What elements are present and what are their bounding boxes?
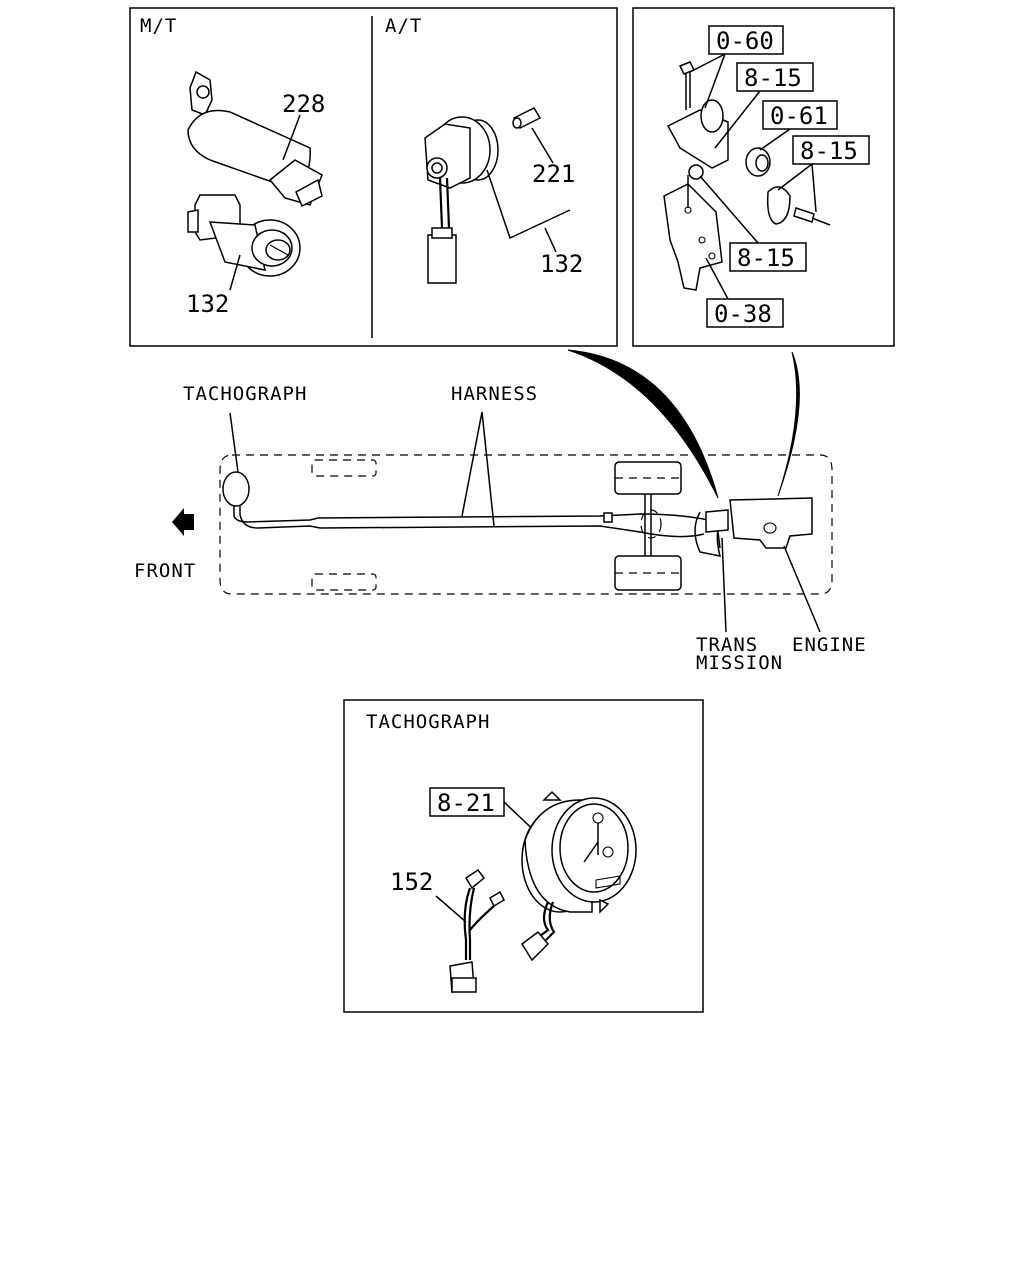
mt-sensor-132-drawing	[187, 194, 301, 277]
leader-061	[759, 128, 791, 151]
leader-060-b	[704, 53, 726, 109]
part-number-228: 228	[282, 90, 325, 118]
at-pin-221-drawing	[512, 107, 542, 129]
mt-label: M/T	[140, 15, 177, 37]
ref-815c: 8-15	[737, 244, 795, 272]
transmission-label-line2: MISSION	[696, 652, 783, 674]
ref-815a: 8-15	[744, 64, 802, 92]
bracket-panel: 0-60 8-15 0-61 8-15 8-15 0-38	[632, 7, 895, 347]
leader-038	[705, 257, 729, 300]
front-wheel-right	[311, 573, 377, 591]
bracket-hardware-drawing	[663, 61, 831, 291]
at-sensor-drawing	[424, 116, 499, 284]
tachograph-gauge-drawing	[520, 790, 637, 962]
at-label: A/T	[385, 15, 422, 37]
ref-038: 0-38	[714, 300, 772, 328]
tachograph-unit	[222, 471, 250, 507]
part-number-152: 152	[390, 868, 433, 896]
harness-152-drawing	[449, 868, 505, 993]
ref-box-060	[708, 25, 784, 55]
ref-box-061	[762, 100, 838, 130]
leader-132-mt	[229, 254, 241, 291]
part-number-132-mt: 132	[186, 290, 229, 318]
chassis-overview: TACHOGRAPH HARNESS FRONT TRANS MISSION E…	[134, 349, 867, 674]
leader-132-at-b	[544, 227, 557, 253]
ref-815b: 8-15	[800, 137, 858, 165]
front-arrow-icon	[172, 508, 194, 536]
leader-132-at-a	[486, 169, 571, 240]
ref-box-815b	[792, 135, 870, 165]
leader-harness-a	[461, 411, 483, 517]
callout-arc-left	[567, 349, 719, 499]
leader-815b-a	[777, 163, 813, 191]
part-number-221: 221	[532, 160, 575, 188]
part-number-132-at: 132	[540, 250, 583, 278]
ref-box-038	[706, 298, 784, 328]
leader-815a	[714, 90, 761, 149]
transmission-label-line1: TRANS	[696, 634, 758, 656]
leader-152	[435, 895, 467, 923]
leader-228	[282, 114, 301, 161]
ref-box-815a	[736, 62, 814, 92]
speed-sensor-panel: M/T A/T 228 132	[129, 7, 618, 347]
leader-221	[531, 127, 554, 164]
tachograph-panel-title: TACHOGRAPH	[366, 711, 490, 733]
mt-sleeve-228-drawing	[187, 70, 323, 208]
ref-box-815c	[729, 242, 807, 272]
harness-label: HARNESS	[451, 383, 538, 405]
leader-815c	[699, 175, 759, 244]
leader-engine	[783, 545, 821, 633]
ref-060: 0-60	[716, 27, 774, 55]
leader-tachograph	[229, 412, 239, 473]
engine-label: ENGINE	[792, 634, 867, 656]
panel-frame-sensors	[129, 7, 618, 347]
tachograph-panel: TACHOGRAPH 8-21	[343, 699, 704, 1013]
callout-arc-right	[777, 351, 800, 497]
leader-harness-b	[481, 411, 495, 527]
transmission	[705, 509, 729, 533]
leader-transmission	[721, 537, 727, 633]
ref-821: 8-21	[437, 789, 495, 817]
leader-815b-b	[811, 163, 817, 213]
front-wheel-left	[311, 459, 377, 477]
ref-061: 0-61	[770, 102, 828, 130]
panel-frame-bracket	[632, 7, 895, 347]
harness-line-lower	[239, 506, 705, 538]
overview-tachograph-label: TACHOGRAPH	[183, 383, 307, 405]
harness-clip	[603, 512, 613, 523]
panel-frame-tachograph	[343, 699, 704, 1013]
leader-060-a	[689, 53, 726, 73]
harness-line-upper	[233, 506, 709, 523]
front-label: FRONT	[134, 560, 196, 582]
